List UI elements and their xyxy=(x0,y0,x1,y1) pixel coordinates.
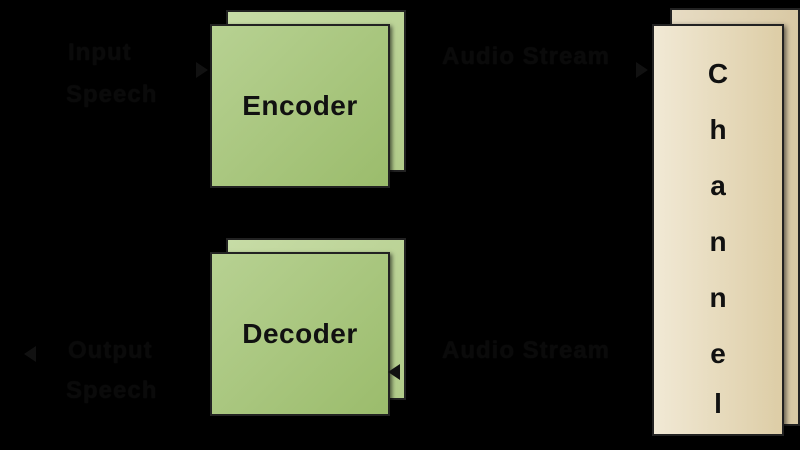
channel-letter-n2: n xyxy=(709,282,727,313)
audio-stream-bottom-label: Audio Stream xyxy=(442,337,611,364)
audio-stream-top-label: Audio Stream xyxy=(442,43,611,70)
output-speech-label-line2: Speech xyxy=(66,377,158,404)
channel-letter-l: l xyxy=(714,388,722,419)
encoder-label: Encoder xyxy=(242,90,358,121)
encoder-box: Encoder xyxy=(210,24,390,188)
input-speech-label-line1: Input xyxy=(68,39,132,66)
channel-letter-a: a xyxy=(710,170,726,201)
channel-box: C h a n n e l xyxy=(652,24,784,436)
decoder-box: Decoder xyxy=(210,252,390,416)
output-speech-arrow-icon xyxy=(24,346,36,362)
channel-letter-h: h xyxy=(709,114,727,145)
output-speech-label-line1: Output xyxy=(68,337,153,364)
channel-letter-e: e xyxy=(710,338,726,369)
channel-letter-c: C xyxy=(707,58,729,89)
decoder-label: Decoder xyxy=(242,318,358,349)
input-speech-label-line2: Speech xyxy=(66,81,158,108)
decoder-input-arrow-icon xyxy=(388,364,400,380)
encoder-input-arrow-icon xyxy=(196,62,208,78)
channel-input-arrow-icon xyxy=(636,62,648,78)
channel-letter-n1: n xyxy=(709,226,727,257)
